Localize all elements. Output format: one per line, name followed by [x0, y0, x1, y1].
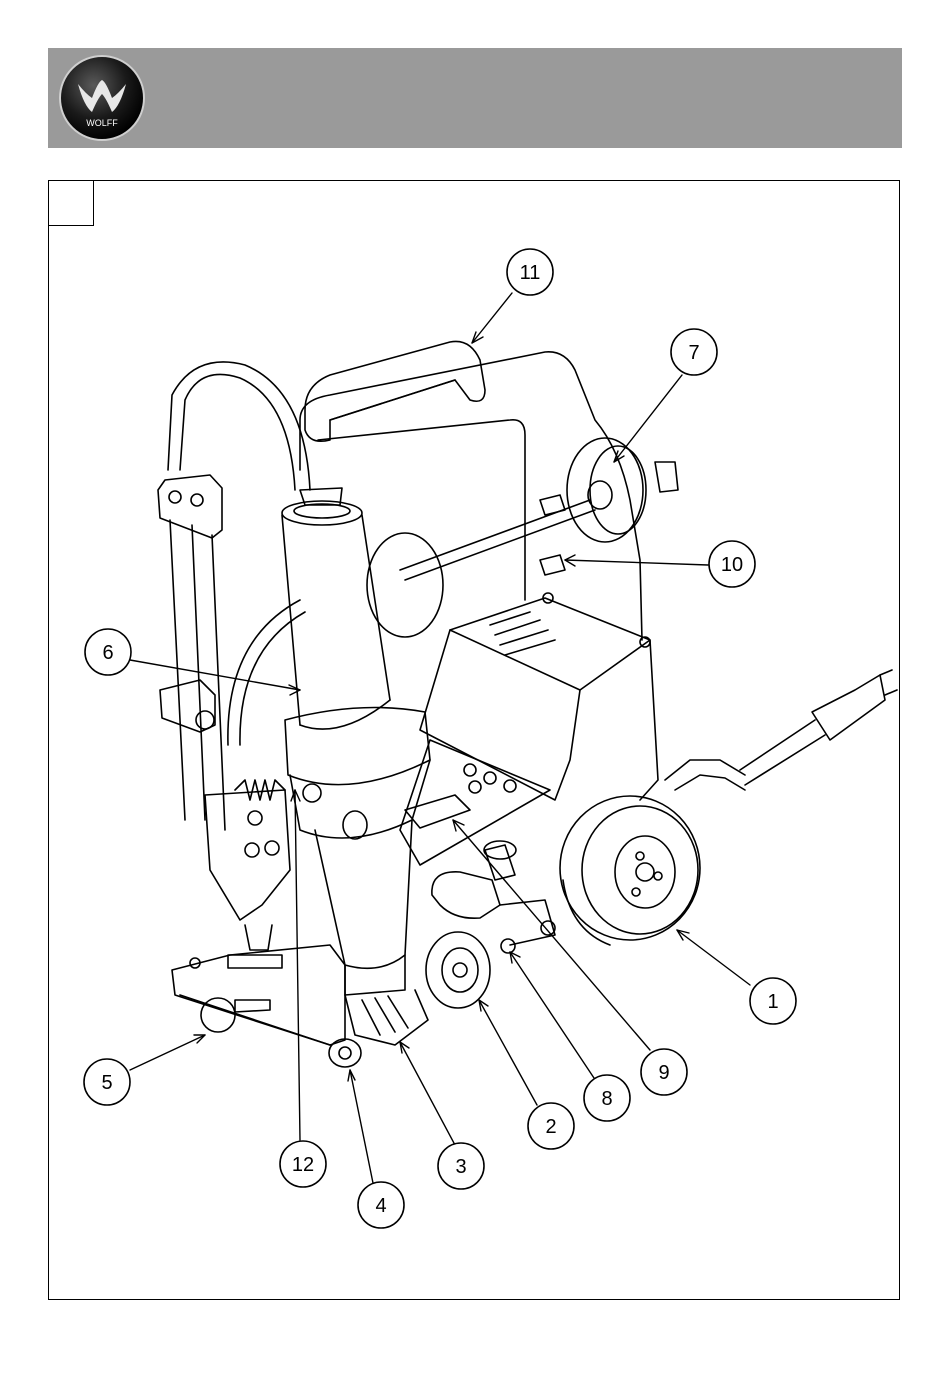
callout-11: 11 [507, 249, 553, 295]
callout-4: 4 [358, 1182, 404, 1228]
callout-9: 9 [641, 1049, 687, 1095]
callout-5: 5 [84, 1059, 130, 1105]
callout-12: 12 [280, 1141, 326, 1187]
drive-wheel [560, 796, 700, 945]
callout-8: 8 [584, 1075, 630, 1121]
left-column [158, 475, 290, 968]
svg-text:11: 11 [520, 262, 541, 284]
adjustment-knob [201, 998, 235, 1032]
callout-circles: 11 7 10 6 1 9 8 2 [84, 249, 796, 1228]
spool-axle [367, 438, 678, 637]
base-plate [172, 945, 345, 1045]
svg-text:5: 5 [101, 1072, 112, 1094]
carrying-handle [305, 341, 485, 441]
pressure-roller [426, 841, 555, 1008]
svg-text:12: 12 [292, 1154, 314, 1176]
control-housing [420, 593, 658, 800]
hot-air-blower [282, 488, 430, 995]
guide-roller [329, 1039, 361, 1067]
callout-1: 1 [750, 978, 796, 1024]
welding-nozzle [345, 990, 428, 1045]
callout-6: 6 [85, 629, 131, 675]
svg-text:10: 10 [721, 554, 743, 576]
svg-text:1: 1 [767, 991, 778, 1013]
wire-guide-clips [540, 495, 565, 575]
callout-2: 2 [528, 1103, 574, 1149]
svg-text:9: 9 [658, 1062, 669, 1084]
svg-text:2: 2 [545, 1116, 556, 1138]
air-hose [168, 362, 310, 490]
power-cable [665, 670, 897, 790]
callout-7: 7 [671, 329, 717, 375]
callout-3: 3 [438, 1143, 484, 1189]
callout-10: 10 [709, 541, 755, 587]
svg-text:4: 4 [375, 1195, 386, 1217]
svg-text:3: 3 [455, 1156, 466, 1178]
svg-text:8: 8 [601, 1088, 612, 1110]
svg-text:7: 7 [688, 342, 699, 364]
svg-text:6: 6 [102, 642, 113, 664]
